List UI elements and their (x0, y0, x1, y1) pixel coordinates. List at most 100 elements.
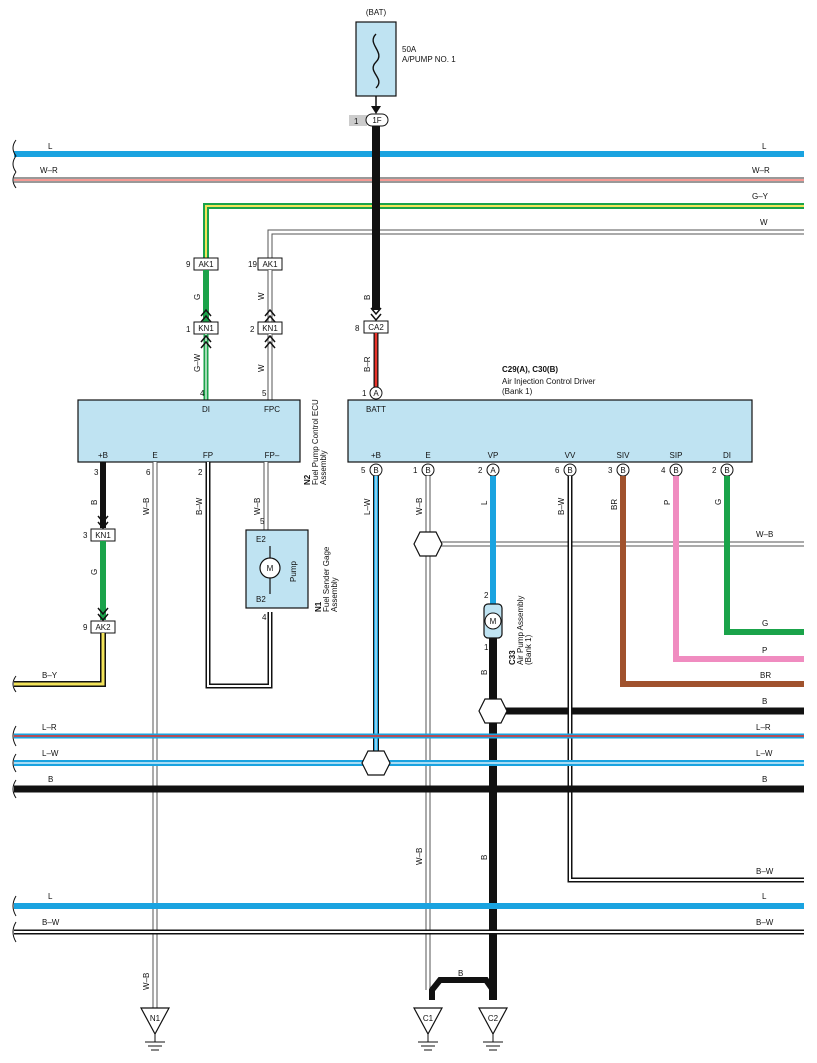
bat-label: (BAT) (366, 8, 387, 17)
splice-icon (361, 750, 391, 776)
rail-label: B (48, 775, 53, 784)
wire-label: G (193, 294, 202, 300)
rail-label: L–R (756, 723, 771, 732)
pin-label: E2 (256, 535, 266, 544)
component-name: Air Pump Assembly (516, 596, 525, 665)
wire-br (620, 476, 804, 687)
connector-label: CA2 (368, 323, 384, 332)
pin-label: E (152, 451, 157, 460)
component-name: Assembly (330, 577, 339, 612)
connector-arrow-icon (264, 334, 276, 349)
connector-ak2: 9 AK2 (83, 620, 116, 634)
connector-label: AK2 (95, 623, 111, 632)
fuse-icon (372, 33, 380, 89)
rail-b-w-bottom: B–W B–W (14, 918, 804, 935)
ground-c2: C2 (477, 1007, 509, 1051)
pin-label: VP (488, 451, 499, 460)
wire-label: W–B (253, 498, 262, 515)
n2-ecu: 4 5 DI FPC +B E FP FP– 3 6 2 1 N2 Fuel P… (77, 389, 328, 485)
fuse-arrow-icon (371, 106, 381, 114)
connector-ak1-a: 9 AK1 (186, 257, 219, 271)
pin-label: +B (371, 451, 381, 460)
connector-label: KN1 (198, 324, 214, 333)
rail-label: L–R (42, 723, 57, 732)
rail-label: W (760, 218, 768, 227)
pin-number: 9 (83, 623, 88, 632)
wire-b-bridge (429, 977, 496, 1000)
pin-label: FP– (265, 451, 280, 460)
motor-label: M (267, 564, 274, 573)
pin-letter: B (724, 466, 729, 475)
pin-letter: B (620, 466, 625, 475)
connector-label: KN1 (262, 324, 278, 333)
wire-label: G (90, 569, 99, 575)
pin-number: 2 (250, 325, 255, 334)
rail-l-top: L L (14, 142, 804, 157)
wire-label: L–W (363, 498, 372, 515)
component-name: Fuel Sender Gage (322, 546, 331, 612)
rail-label: G (762, 619, 768, 628)
pin-number: 2 (198, 468, 203, 477)
connector-arrow-icon (200, 334, 212, 349)
rail-g-y: G–Y (203, 192, 804, 258)
pin-number: 1 (186, 325, 191, 334)
pin-number: 2 (484, 591, 489, 600)
rail-b-mid: B (493, 697, 804, 715)
wire-label: B (90, 500, 99, 505)
pin-letter: A (490, 466, 496, 475)
pin-number: 9 (186, 260, 191, 269)
motor-label: M (490, 617, 497, 626)
pin-number: 8 (355, 324, 360, 333)
pin-label: DI (202, 405, 210, 414)
rail-label: B (762, 697, 767, 706)
pin-label: FP (203, 451, 213, 460)
rail-w-b: W–B (428, 530, 804, 547)
rail-label: L–W (756, 749, 773, 758)
wire-label: L (480, 500, 489, 505)
pin-label: B2 (256, 595, 266, 604)
left-brace-marks (12, 139, 17, 943)
component-id: C29(A), C30(B) (502, 365, 558, 374)
pin-number: 1 (484, 643, 489, 652)
pin-letter: B (567, 466, 572, 475)
connector-ca2: 8 CA2 (355, 320, 389, 334)
fuse-box (355, 21, 397, 97)
wire-label: W–B (142, 973, 151, 990)
connector-ak1-b: 19 AK1 (248, 257, 283, 271)
connector-kn1-b: 2 KN1 (250, 321, 283, 335)
rail-label: G–Y (752, 192, 769, 201)
wire-label: B–W (195, 497, 204, 515)
connector-label: AK1 (262, 260, 278, 269)
ground-n1: N1 (139, 1007, 171, 1051)
wire-label: B (458, 969, 463, 978)
component-id: N1 (314, 601, 323, 612)
pin-label: SIP (670, 451, 683, 460)
component-name: Air Injection Control Driver (502, 377, 596, 386)
pin-letter: B (673, 466, 678, 475)
rail-b-y: B–Y (14, 633, 106, 687)
pin-label: E (425, 451, 430, 460)
rail-label: W–B (756, 530, 773, 539)
pin-number: 4 (200, 389, 205, 398)
component-name: (Bank 1) (502, 387, 533, 396)
pin-number: 5 (260, 517, 265, 526)
connector-arrow-icon (200, 308, 212, 323)
rail-label: B–W (756, 918, 774, 927)
rail-label: W–R (752, 166, 770, 175)
pin-number: 19 (248, 260, 257, 269)
component-id: C33 (508, 650, 517, 665)
fuse-rating: 50A (402, 45, 417, 54)
motor-icon (484, 612, 502, 630)
rail-label: L (762, 892, 767, 901)
connector-kn1-c: 3 KN1 (83, 528, 116, 542)
wire-p (673, 476, 804, 662)
pin-label: SIV (617, 451, 631, 460)
wire-label: BR (610, 499, 619, 510)
n1-fuel-sender: 5 E2 B2 M Pump 4 N1 Fuel Sender Gage Ass… (245, 517, 339, 622)
rail-label: L–W (42, 749, 59, 758)
fuse-assembly: (BAT) 50A A/PUMP NO. 1 1 1F (349, 8, 456, 127)
pin-number: 5 (262, 389, 267, 398)
wire-g-3 (724, 476, 804, 635)
rail-label: P (762, 646, 767, 655)
